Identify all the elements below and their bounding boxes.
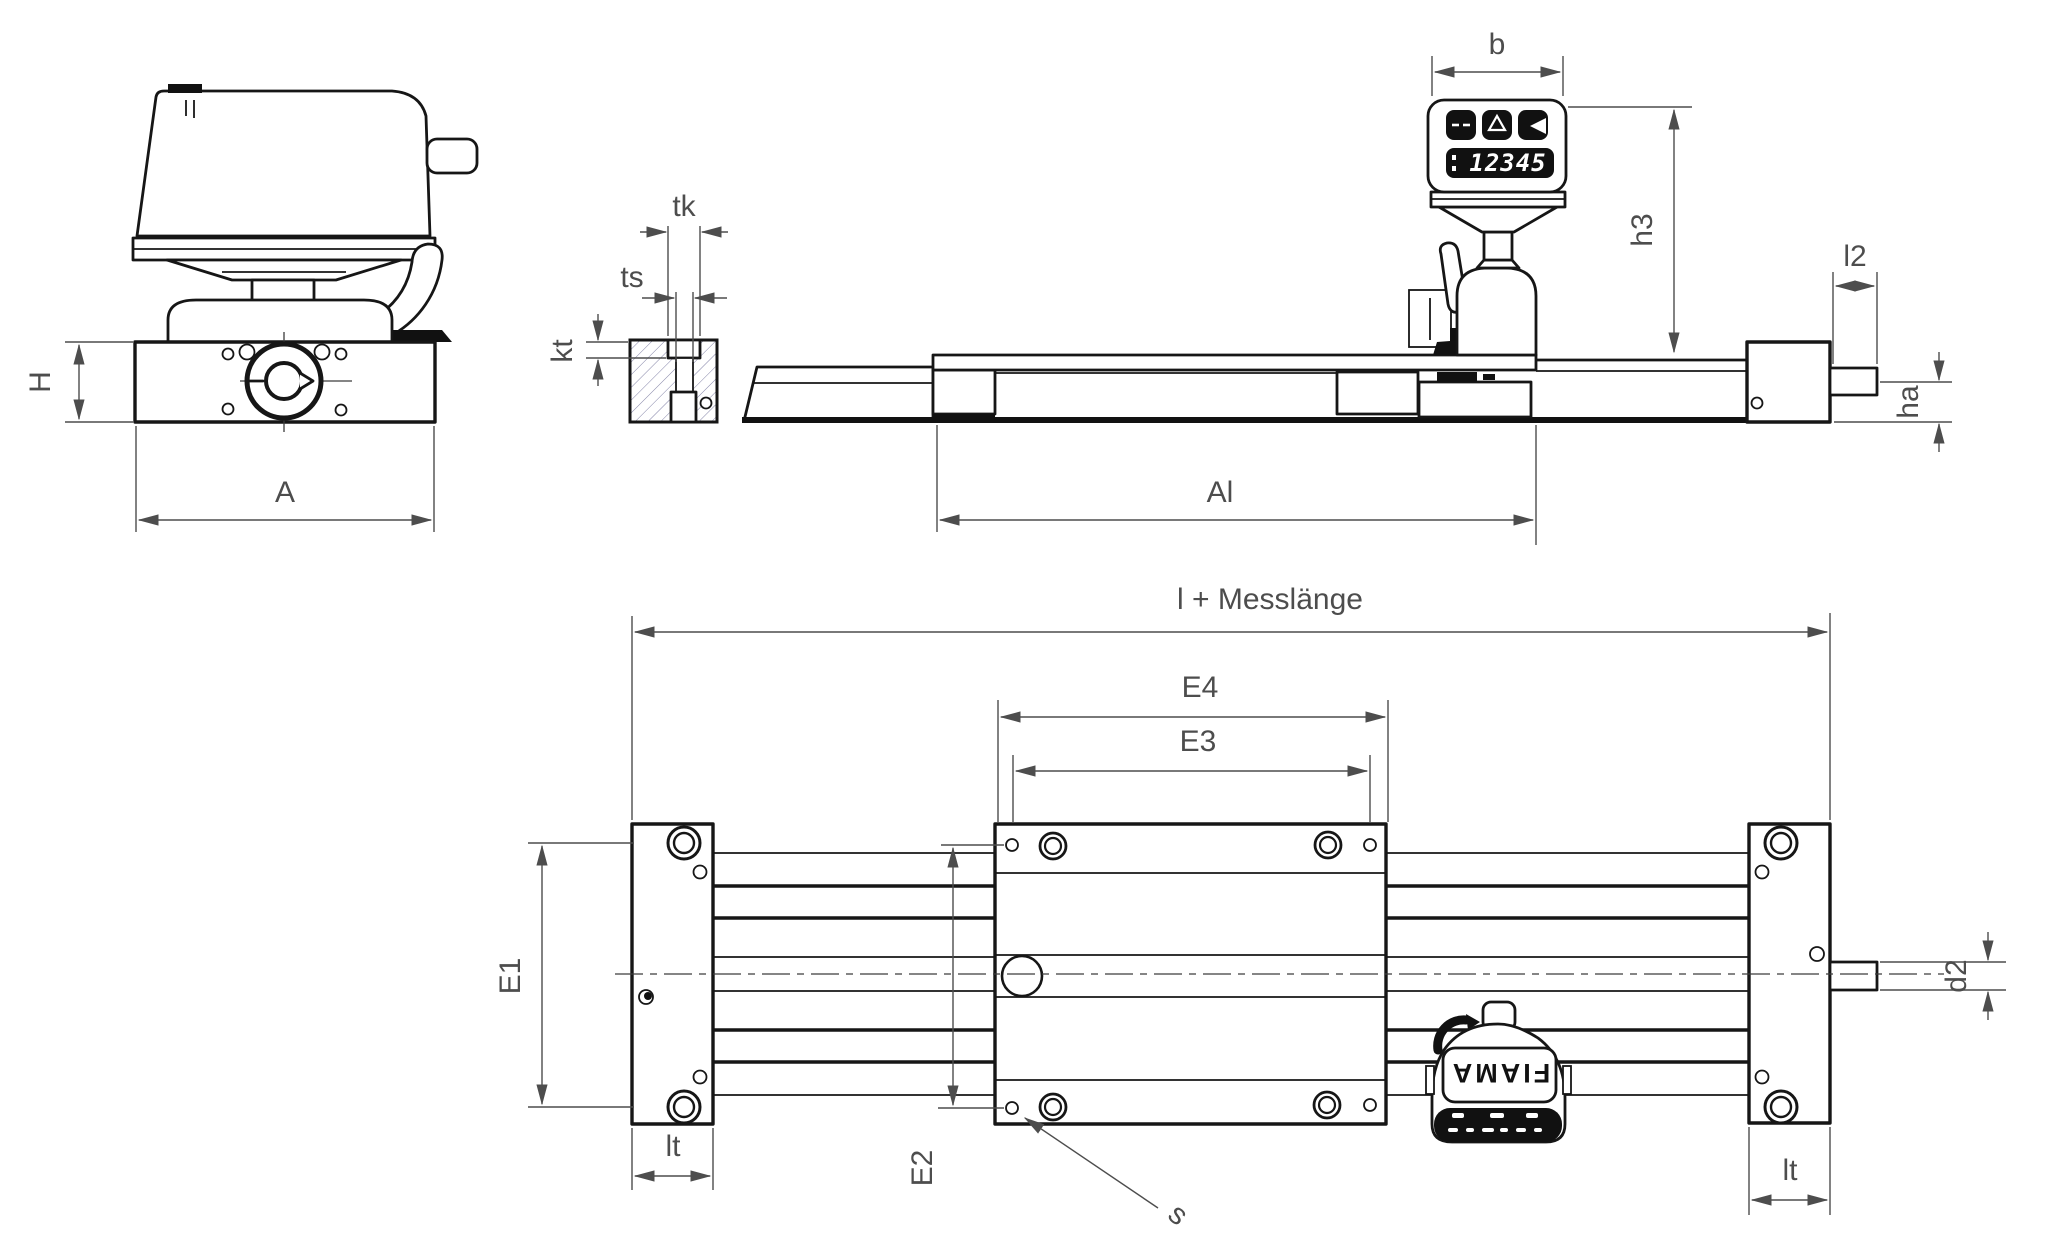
side-view: 12345 b h3 l2 ha bbox=[742, 28, 1952, 545]
dim-overall: l + Messlänge bbox=[631, 583, 1831, 820]
dim-label-E2: E2 bbox=[906, 1150, 939, 1187]
carriage-plate-side bbox=[931, 353, 1538, 372]
dim-ha: ha bbox=[1834, 352, 1952, 452]
dim-b: b bbox=[1431, 28, 1564, 96]
dim-E2: E2 bbox=[906, 844, 1004, 1187]
dim-label-A: A bbox=[275, 476, 295, 509]
button-arrow-up bbox=[1482, 110, 1512, 140]
front-head-vent bbox=[168, 84, 202, 93]
front-view: H A bbox=[24, 84, 479, 532]
dim-tk: tk bbox=[640, 190, 728, 336]
dim-label-overall: l + Messlänge bbox=[1177, 583, 1363, 616]
dim-Al: Al bbox=[936, 425, 1537, 545]
slot-channel bbox=[675, 357, 694, 393]
plan-view: FIAMA l + Messlänge E4 bbox=[494, 583, 2006, 1232]
dim-ts: ts bbox=[620, 261, 727, 362]
bell-housing-side bbox=[1455, 266, 1538, 357]
dim-label-E4: E4 bbox=[1182, 671, 1219, 704]
dim-label-b: b bbox=[1489, 28, 1506, 61]
slot-pocket bbox=[669, 390, 698, 424]
dim-label-ha: ha bbox=[1892, 385, 1925, 419]
dim-label-E1: E1 bbox=[494, 958, 527, 995]
dim-label-ts: ts bbox=[620, 261, 643, 294]
center-bore bbox=[1000, 954, 1044, 998]
end-block-side bbox=[1745, 340, 1832, 424]
screw-hole-s bbox=[1005, 1101, 1019, 1115]
rail-left-section bbox=[742, 365, 935, 423]
plan-counter-head: FIAMA bbox=[1425, 1000, 1572, 1144]
t-slot-section-view: tk ts kt bbox=[546, 190, 728, 424]
dim-kt: kt bbox=[546, 314, 666, 386]
dim-lt-left: lt bbox=[631, 1128, 714, 1190]
side-counter-head: 12345 bbox=[1408, 98, 1568, 357]
dim-label-kt: kt bbox=[546, 339, 579, 363]
dim-E1: E1 bbox=[494, 842, 634, 1108]
dim-lt-right: lt bbox=[1748, 1127, 1831, 1215]
dim-E3: E3 bbox=[1012, 725, 1371, 822]
dim-label-l2: l2 bbox=[1843, 240, 1866, 273]
dim-label-lt-right: lt bbox=[1783, 1154, 1799, 1187]
dim-d2: d2 bbox=[1880, 932, 2006, 1020]
shaft-stub-plan bbox=[1828, 960, 1879, 992]
dim-A: A bbox=[135, 426, 435, 532]
plan-clamp-lever bbox=[1433, 1015, 1471, 1055]
arrow-up-icon bbox=[1487, 113, 1507, 132]
dim-l2: l2 bbox=[1832, 240, 1878, 364]
button-dash-keys bbox=[1446, 110, 1476, 140]
dim-label-h3: h3 bbox=[1626, 213, 1659, 246]
dim-H: H bbox=[24, 341, 133, 423]
dim-s: s bbox=[1023, 1117, 1195, 1232]
dim-label-E3: E3 bbox=[1180, 725, 1217, 758]
dim-label-s: s bbox=[1162, 1197, 1195, 1232]
front-bell-housing bbox=[166, 298, 394, 344]
handwheel-pointer bbox=[298, 371, 315, 391]
shaft-stub-side bbox=[1828, 366, 1879, 397]
dim-h3: h3 bbox=[1568, 106, 1692, 354]
dim-label-d2: d2 bbox=[1940, 959, 1973, 992]
dim-label-Al: Al bbox=[1207, 476, 1234, 509]
dim-label-tk: tk bbox=[672, 190, 696, 223]
dim-E4: E4 bbox=[997, 671, 1389, 822]
cable-gland bbox=[425, 137, 479, 175]
slot-counterbore bbox=[666, 338, 702, 360]
dim-label-lt-left: lt bbox=[666, 1130, 682, 1163]
lcd-digits: 12345 bbox=[1469, 149, 1546, 177]
dim-label-H: H bbox=[24, 371, 57, 393]
brand-logo: FIAMA bbox=[1450, 1058, 1550, 1088]
front-display-head bbox=[135, 89, 432, 238]
lcd-window bbox=[1446, 148, 1554, 178]
sensor-strip bbox=[1437, 372, 1477, 382]
